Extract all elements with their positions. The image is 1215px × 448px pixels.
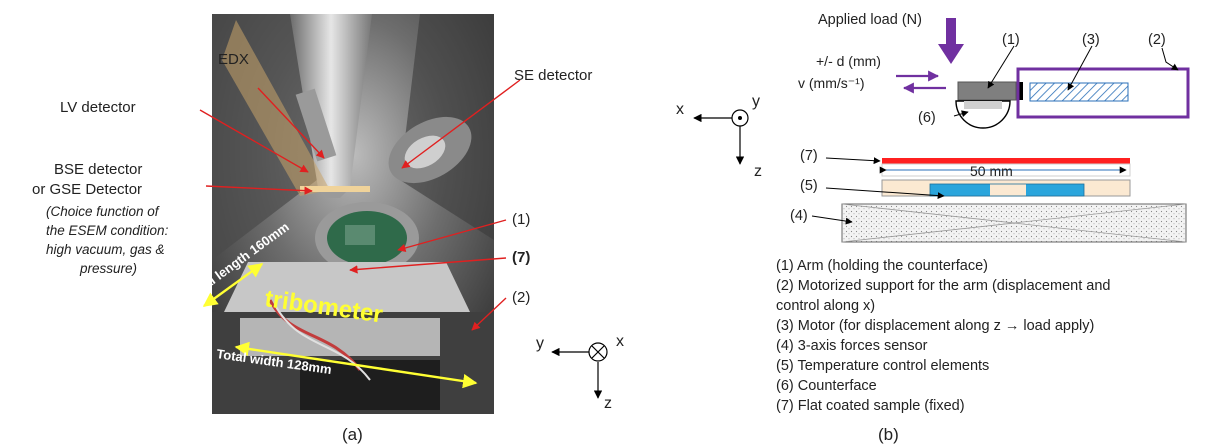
callout-arrows (199, 79, 521, 331)
legend-item: (4) 3-axis forces sensor (776, 338, 928, 354)
num-7: (7) (800, 148, 818, 164)
num-5: (5) (800, 178, 818, 194)
legend-item: (1) Arm (holding the counterface) (776, 258, 988, 274)
motor-hatched (1029, 82, 1129, 102)
axis-b-y: y (752, 93, 760, 110)
note-line-4: pressure) (79, 261, 137, 276)
label-bse-detector: BSE detector (54, 161, 142, 178)
label-applied-load: Applied load (N) (818, 12, 922, 28)
note-line-1: (Choice function of (46, 204, 160, 219)
axis-a-x: x (616, 333, 624, 350)
arm-block (957, 81, 1017, 101)
panel-b: x y z Applied load (N) +/- d (mm) v (mm/… (676, 12, 1190, 444)
num-6: (6) (918, 110, 936, 126)
label-50mm: 50 mm (970, 163, 1013, 179)
label-edx: EDX (218, 51, 249, 68)
leader-lines (811, 45, 1179, 225)
displacement-arrows (896, 70, 946, 94)
label-displacement: +/- d (mm) (816, 53, 881, 69)
caption-a: (a) (342, 425, 363, 444)
axes-b: x y z (676, 93, 762, 180)
caption-b: (b) (878, 425, 899, 444)
legend: (1) Arm (holding the counterface) (2) Mo… (776, 258, 1110, 414)
axis-b-x: x (676, 101, 684, 118)
note-line-2: the ESEM condition: (46, 223, 169, 238)
label-lv-detector: LV detector (60, 99, 136, 116)
num-1: (1) (1002, 32, 1020, 48)
num-2: (2) (1148, 32, 1166, 48)
axis-a-y: y (536, 335, 544, 352)
dimension-arrows (202, 263, 478, 389)
axis-b-z: z (754, 163, 762, 180)
legend-item: (3) Motor (for displacement along z → lo… (776, 318, 1094, 334)
callout-7: (7) (512, 249, 530, 266)
axes-a: y x z (536, 333, 624, 412)
applied-load-arrow (938, 18, 964, 64)
legend-item: (2) Motorized support for the arm (displ… (776, 278, 1110, 294)
motorized-support (1016, 67, 1190, 119)
axis-a-z: z (604, 395, 612, 412)
temperature-control-base (881, 179, 1131, 197)
label-velocity: v (mm/s⁻¹) (798, 75, 864, 91)
label-se-detector: SE detector (514, 67, 592, 84)
note-line-3: high vacuum, gas & (46, 242, 165, 257)
callout-2: (2) (512, 289, 530, 306)
heating-element-right (1026, 184, 1084, 196)
flat-coated-sample (882, 158, 1130, 164)
label-gse-detector: or GSE Detector (32, 181, 142, 198)
callout-1: (1) (512, 211, 530, 228)
num-3: (3) (1082, 32, 1100, 48)
legend-item: (7) Flat coated sample (fixed) (776, 398, 965, 414)
legend-item: (6) Counterface (776, 378, 877, 394)
legend-item: (5) Temperature control elements (776, 358, 989, 374)
heating-element-left (930, 184, 990, 196)
panel-a: EDX SE detector LV detector BSE detector… (32, 14, 624, 444)
num-4: (4) (790, 208, 808, 224)
legend-item: control along x) (776, 298, 875, 314)
